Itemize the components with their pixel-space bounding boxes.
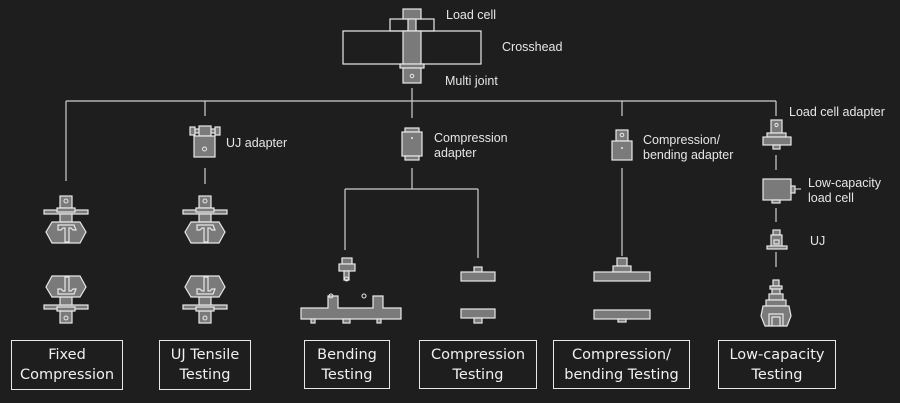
uj-adapter-part	[189, 125, 221, 158]
crosshead-label: Crosshead	[502, 40, 563, 54]
low-capacity-load-cell-part	[762, 178, 801, 204]
low-capacity-grip	[760, 279, 792, 327]
uj-label: UJ	[810, 234, 826, 248]
compression-adapter-part	[401, 127, 423, 161]
compression-bending-adapter-line1: Compression/	[643, 133, 721, 147]
test-box-line: Testing	[452, 366, 504, 383]
test-box-line: Low-capacity	[729, 346, 825, 363]
test-box-low-capacity-testing[interactable]: Low-capacity Testing	[718, 340, 836, 389]
test-box-fixed-compression[interactable]: Fixed Compression	[11, 340, 123, 390]
compression-adapter-label: Compression adapter	[434, 131, 508, 161]
multi-joint	[402, 67, 422, 84]
load-cell-adapter-part	[762, 119, 792, 150]
test-box-line: Fixed	[48, 347, 86, 363]
load-cell-adapter-label: Load cell adapter	[789, 105, 885, 119]
multi-joint-label: Multi joint	[445, 74, 498, 88]
bending-fixture	[300, 257, 402, 324]
uj-adapter-label: UJ adapter	[226, 136, 288, 150]
load-cell-label: Load cell	[446, 8, 497, 22]
load-cell	[402, 8, 422, 20]
low-capacity-load-cell-line2: load cell	[808, 191, 854, 205]
compression-bending-platens	[593, 257, 651, 323]
compression-bending-adapter-part	[611, 129, 633, 161]
test-box-line: Compression/	[572, 346, 671, 363]
test-box-compression-testing[interactable]: Compression Testing	[419, 340, 537, 389]
fixed-compression-grips	[43, 195, 89, 324]
low-capacity-load-cell-label: Low-capacity load cell	[808, 176, 881, 206]
test-box-line: bending Testing	[564, 366, 679, 383]
uj-part	[766, 229, 788, 250]
test-box-bending-testing[interactable]: Bending Testing	[304, 340, 390, 389]
connector-lines	[65, 88, 777, 267]
compression-adapter-line1: Compression	[434, 131, 508, 145]
test-box-line: Bending	[317, 346, 377, 363]
test-box-line: Testing	[751, 366, 803, 383]
low-capacity-load-cell-line1: Low-capacity	[808, 176, 881, 190]
test-box-line: Testing	[321, 366, 373, 383]
test-box-line: Compression	[19, 367, 115, 383]
compression-bending-adapter-label: Compression/ bending adapter	[643, 133, 733, 163]
compression-platens	[460, 266, 496, 324]
uj-tensile-grips	[182, 195, 228, 324]
test-box-line: Testing	[179, 367, 231, 383]
test-box-line: UJ Tensile	[170, 347, 240, 363]
crosshead-shaft	[402, 30, 422, 65]
compression-adapter-line2: adapter	[434, 146, 477, 160]
crosshead-assembly	[342, 8, 482, 84]
test-box-line: Compression	[430, 346, 526, 363]
test-box-uj-tensile-testing[interactable]: UJ Tensile Testing	[159, 340, 251, 390]
compression-bending-adapter-line2: bending adapter	[643, 148, 734, 162]
test-box-compression-bending-testing[interactable]: Compression/ bending Testing	[553, 340, 690, 389]
